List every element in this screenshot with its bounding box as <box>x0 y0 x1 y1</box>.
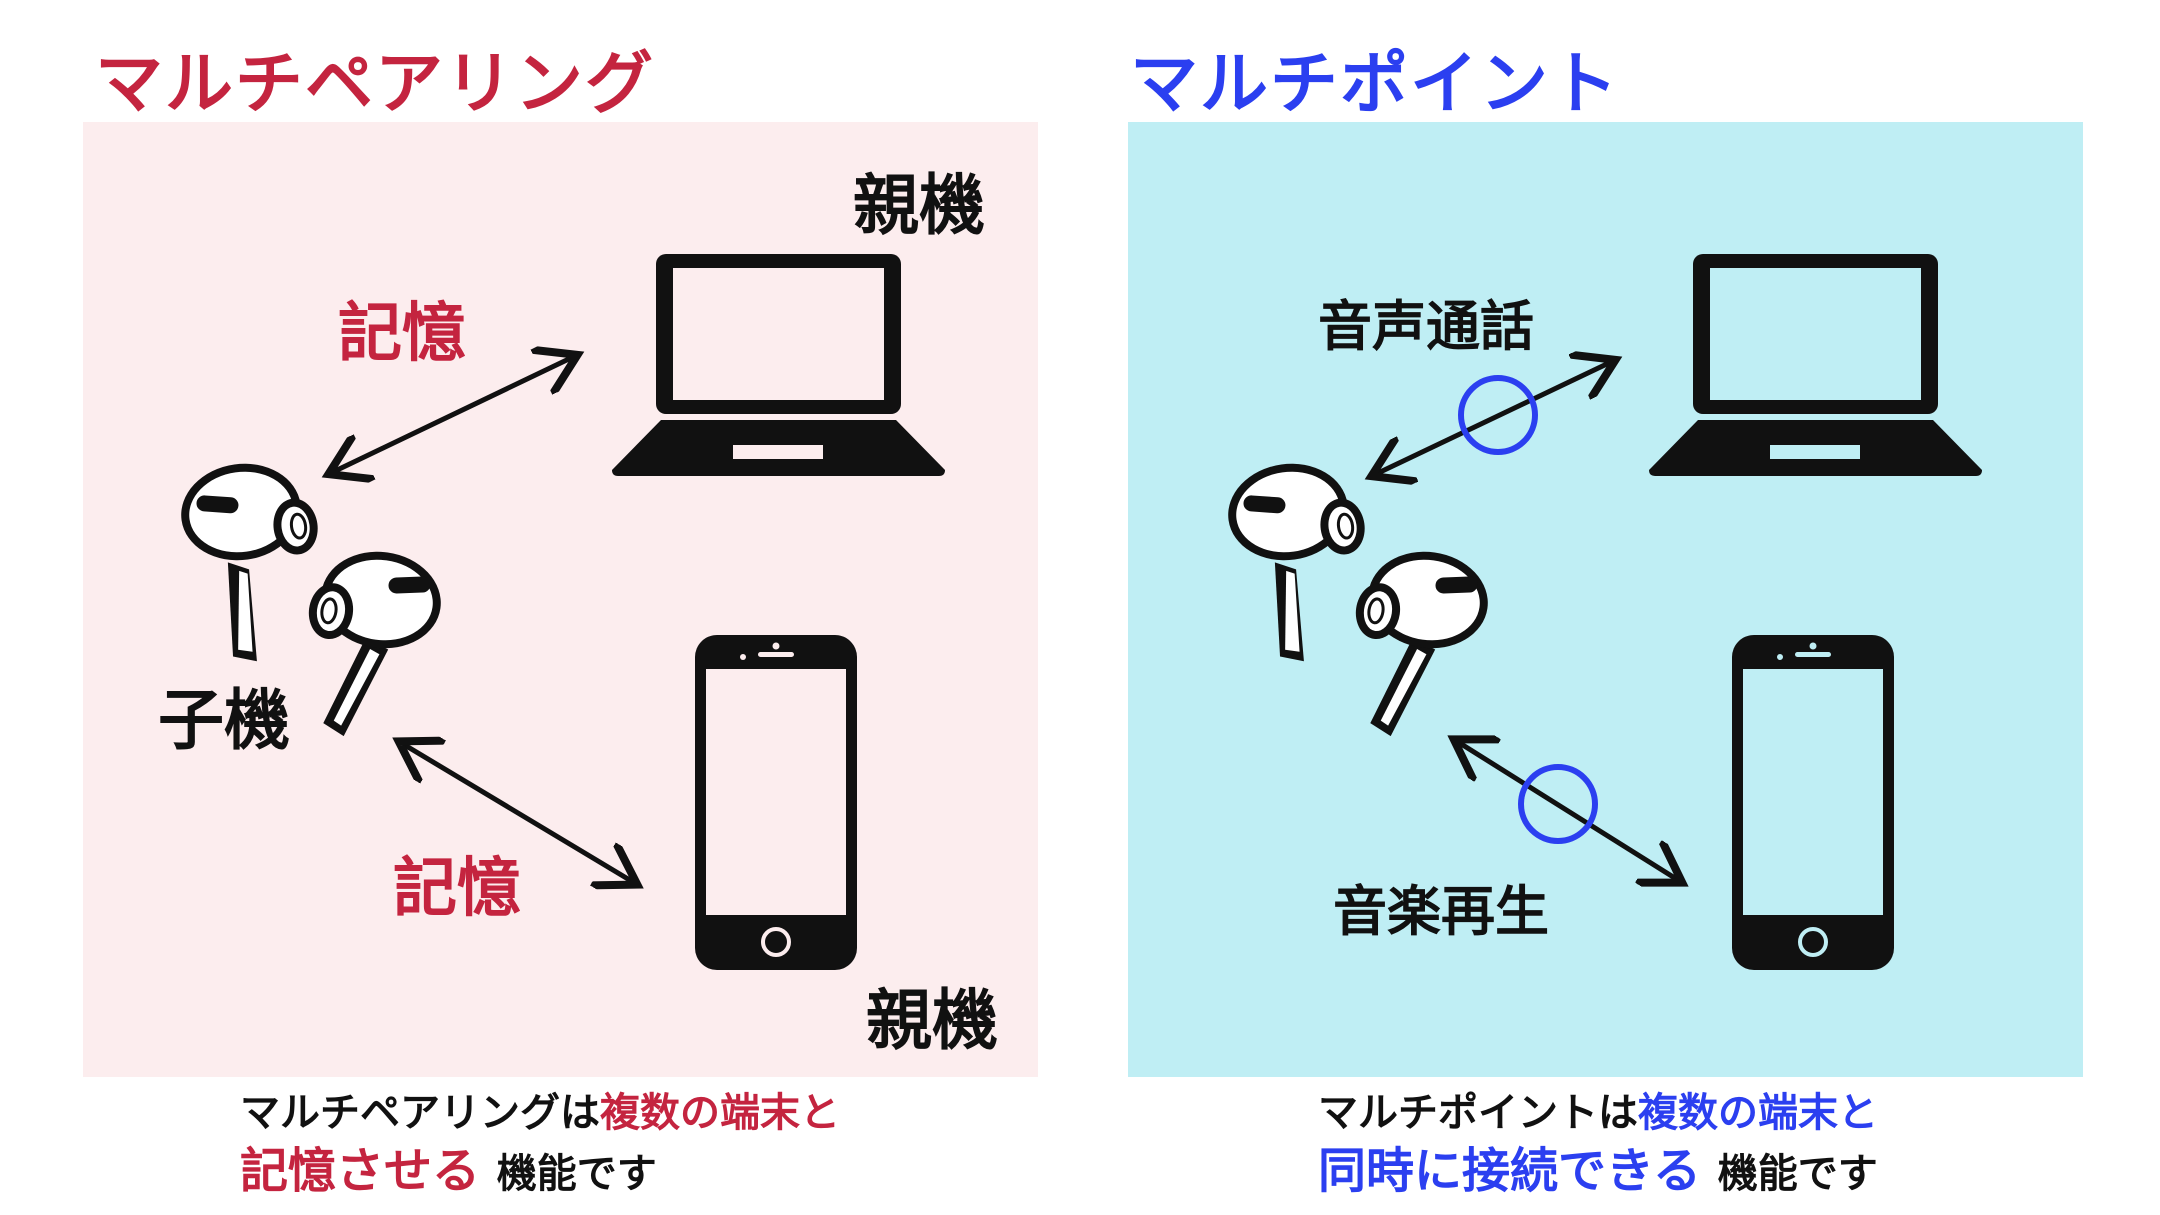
double-arrow-icon <box>333 357 573 472</box>
caption-multipairing: マルチペアリングは複数の端末と 記憶させる 機能です <box>240 1085 840 1204</box>
caption-text: マルチペアリングは <box>240 1090 600 1136</box>
caption-highlight: 複数の端末と <box>1638 1090 1878 1136</box>
parent-device-label-top: 親機 <box>853 167 985 244</box>
diagram-multipairing <box>181 254 945 970</box>
laptop-icon <box>1649 254 1982 476</box>
circle-icon <box>1518 764 1598 844</box>
caption-highlight: 同時に接続できる <box>1318 1143 1702 1199</box>
double-arrow-icon <box>403 744 633 882</box>
title-multipairing: マルチペアリング <box>95 45 656 124</box>
panel-multipairing: 親機 記憶 子機 記憶 親機 <box>83 122 1038 1077</box>
caption-highlight: 複数の端末と <box>600 1090 840 1136</box>
music-playback-label: 音楽再生 <box>1333 880 1549 943</box>
title-multipoint: マルチポイント <box>1130 45 1621 124</box>
double-arrow-icon <box>1376 362 1611 474</box>
memory-label-top: 記憶 <box>338 297 466 371</box>
smartphone-icon <box>1732 635 1894 970</box>
caption-multipoint: マルチポイントは複数の端末と 同時に接続できる 機能です <box>1318 1085 1878 1204</box>
child-device-label: 子機 <box>158 682 290 759</box>
double-arrow-icon <box>1458 742 1678 880</box>
panel-multipoint: 音声通話 音楽再生 <box>1128 122 2083 1077</box>
voice-call-label: 音声通話 <box>1318 295 1534 358</box>
caption-text: 機能です <box>496 1151 657 1197</box>
parent-device-label-bottom: 親機 <box>866 982 998 1059</box>
laptop-icon <box>612 254 945 476</box>
memory-label-bottom: 記憶 <box>393 852 521 926</box>
caption-text: 機能です <box>1717 1151 1878 1197</box>
smartphone-icon <box>695 635 857 970</box>
circle-icon <box>1458 375 1538 455</box>
diagram-multipoint <box>1228 254 1982 970</box>
earbuds-icon <box>1228 463 1488 737</box>
caption-text: マルチポイントは <box>1318 1090 1638 1136</box>
earbuds-icon <box>181 463 441 737</box>
caption-highlight: 記憶させる <box>240 1143 481 1199</box>
